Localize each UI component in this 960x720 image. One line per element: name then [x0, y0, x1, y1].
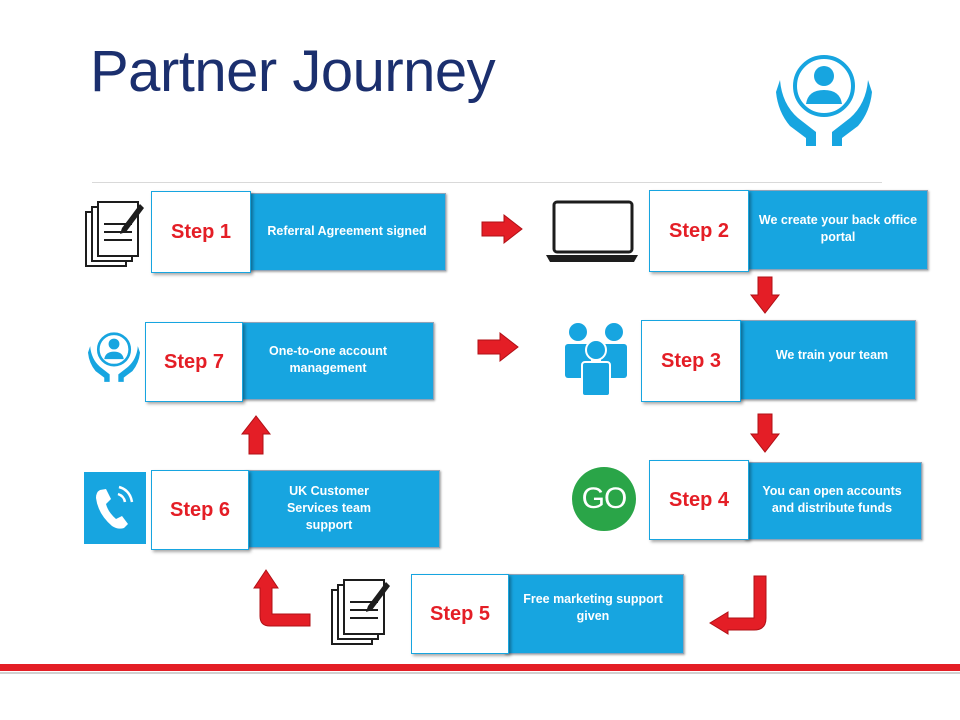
header-divider: [92, 182, 882, 183]
phone-icon-tile: [84, 472, 146, 544]
laptop-icon: [546, 200, 638, 262]
documents-icon: [85, 201, 144, 267]
hands-person-icon: [88, 332, 140, 382]
step-1-box: [246, 193, 446, 271]
step-2-description: We create your back office portal: [758, 213, 918, 244]
step-2-label: Step 2: [649, 190, 749, 272]
arrow-curve-4-to-5: [709, 575, 767, 635]
arrow-down-2: [749, 413, 781, 453]
page-title: Partner Journey: [90, 39, 496, 104]
step-6-label: Step 6: [151, 470, 249, 550]
arrow-curve-5-to-6: [253, 569, 311, 627]
arrow-up-1: [240, 415, 272, 455]
step-1-label: Step 1: [151, 191, 251, 273]
step-7-box: [238, 322, 434, 400]
step-5-description: Free marketing support given: [523, 592, 663, 623]
arrow-right-2: [477, 331, 519, 363]
team-icon: [565, 323, 627, 397]
step-5-box: [504, 574, 684, 654]
step-3-description: We train your team: [775, 347, 889, 362]
footer-red-bar: [0, 664, 960, 671]
step-2-box: [744, 190, 928, 270]
documents-icon: [331, 579, 390, 645]
step-1-description: Referral Agreement signed: [267, 223, 427, 238]
step-6-description: UK Customer Services team support: [286, 483, 372, 532]
step-7-description: One-to-one account management: [268, 344, 388, 375]
step-4-box: [744, 462, 922, 540]
step-3-label: Step 3: [641, 320, 741, 402]
step-6-box: [244, 470, 440, 548]
phone-icon: [96, 485, 134, 529]
arrow-down-1: [749, 276, 781, 314]
step-4-label: Step 4: [649, 460, 749, 540]
step-7-label: Step 7: [145, 322, 243, 402]
arrow-right-1: [481, 213, 523, 245]
go-icon: GO: [572, 467, 636, 531]
step-3-box: [736, 320, 916, 400]
footer-grey-line: [0, 672, 960, 674]
step-4-description: You can open accounts and distribute fun…: [762, 484, 902, 515]
step-5-label: Step 5: [411, 574, 509, 654]
hands-person-icon: [776, 55, 872, 146]
